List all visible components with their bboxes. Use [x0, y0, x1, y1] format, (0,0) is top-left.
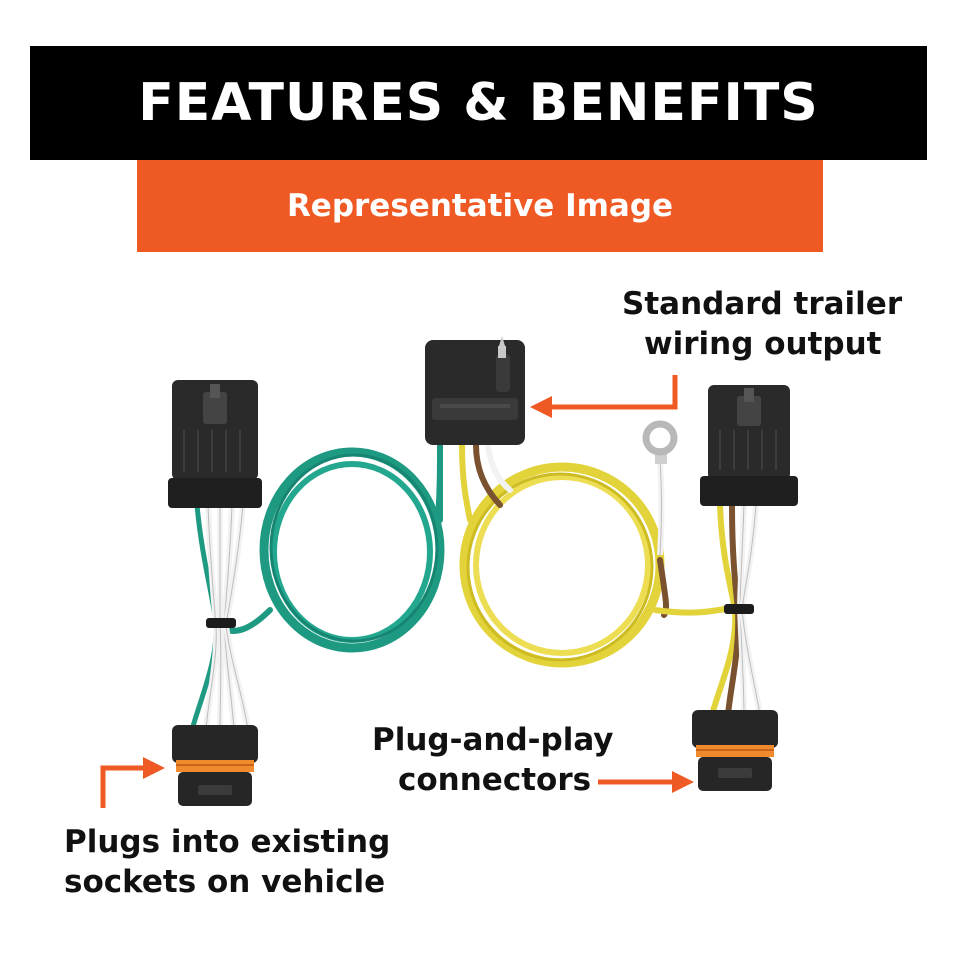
left-harness-wires — [189, 502, 251, 733]
callout-arrows — [100, 375, 678, 808]
left-plug-connector — [172, 725, 258, 806]
output-wires — [437, 442, 513, 523]
subtitle-text: Representative Image — [286, 188, 674, 224]
callout-connectors-line-1: Plug-and-play — [372, 722, 614, 758]
left-cable-tie — [206, 618, 236, 628]
callout-plugs: Plugs into existing sockets on vehicle — [64, 822, 390, 902]
trailer-4-way-connector — [425, 336, 525, 445]
subtitle-banner: Representative Image — [137, 160, 823, 252]
callout-output-line-1: Standard trailer — [622, 286, 903, 322]
title-banner: FEATURES & BENEFITS — [30, 46, 927, 160]
callout-connectors-line-2: connectors — [398, 762, 592, 798]
callout-plugs-line-2: sockets on vehicle — [64, 864, 386, 900]
left-vehicle-connector — [168, 380, 262, 508]
arrow-heads — [143, 396, 694, 793]
callout-connectors: Plug-and-play connectors — [372, 720, 614, 800]
callout-output: Standard trailer wiring output — [622, 284, 902, 364]
output-arrow — [548, 375, 678, 410]
callout-output-line-2: wiring output — [644, 326, 882, 362]
callout-plugs-line-1: Plugs into existing — [64, 824, 391, 860]
right-plug-connector — [692, 710, 778, 791]
page-title: FEATURES & BENEFITS — [138, 73, 819, 133]
right-vehicle-connector — [700, 385, 798, 506]
plugs-arrow — [100, 765, 147, 808]
ground-ring-terminal — [642, 420, 678, 556]
yellow-wire-coil — [459, 462, 733, 668]
right-cable-tie — [724, 604, 754, 614]
